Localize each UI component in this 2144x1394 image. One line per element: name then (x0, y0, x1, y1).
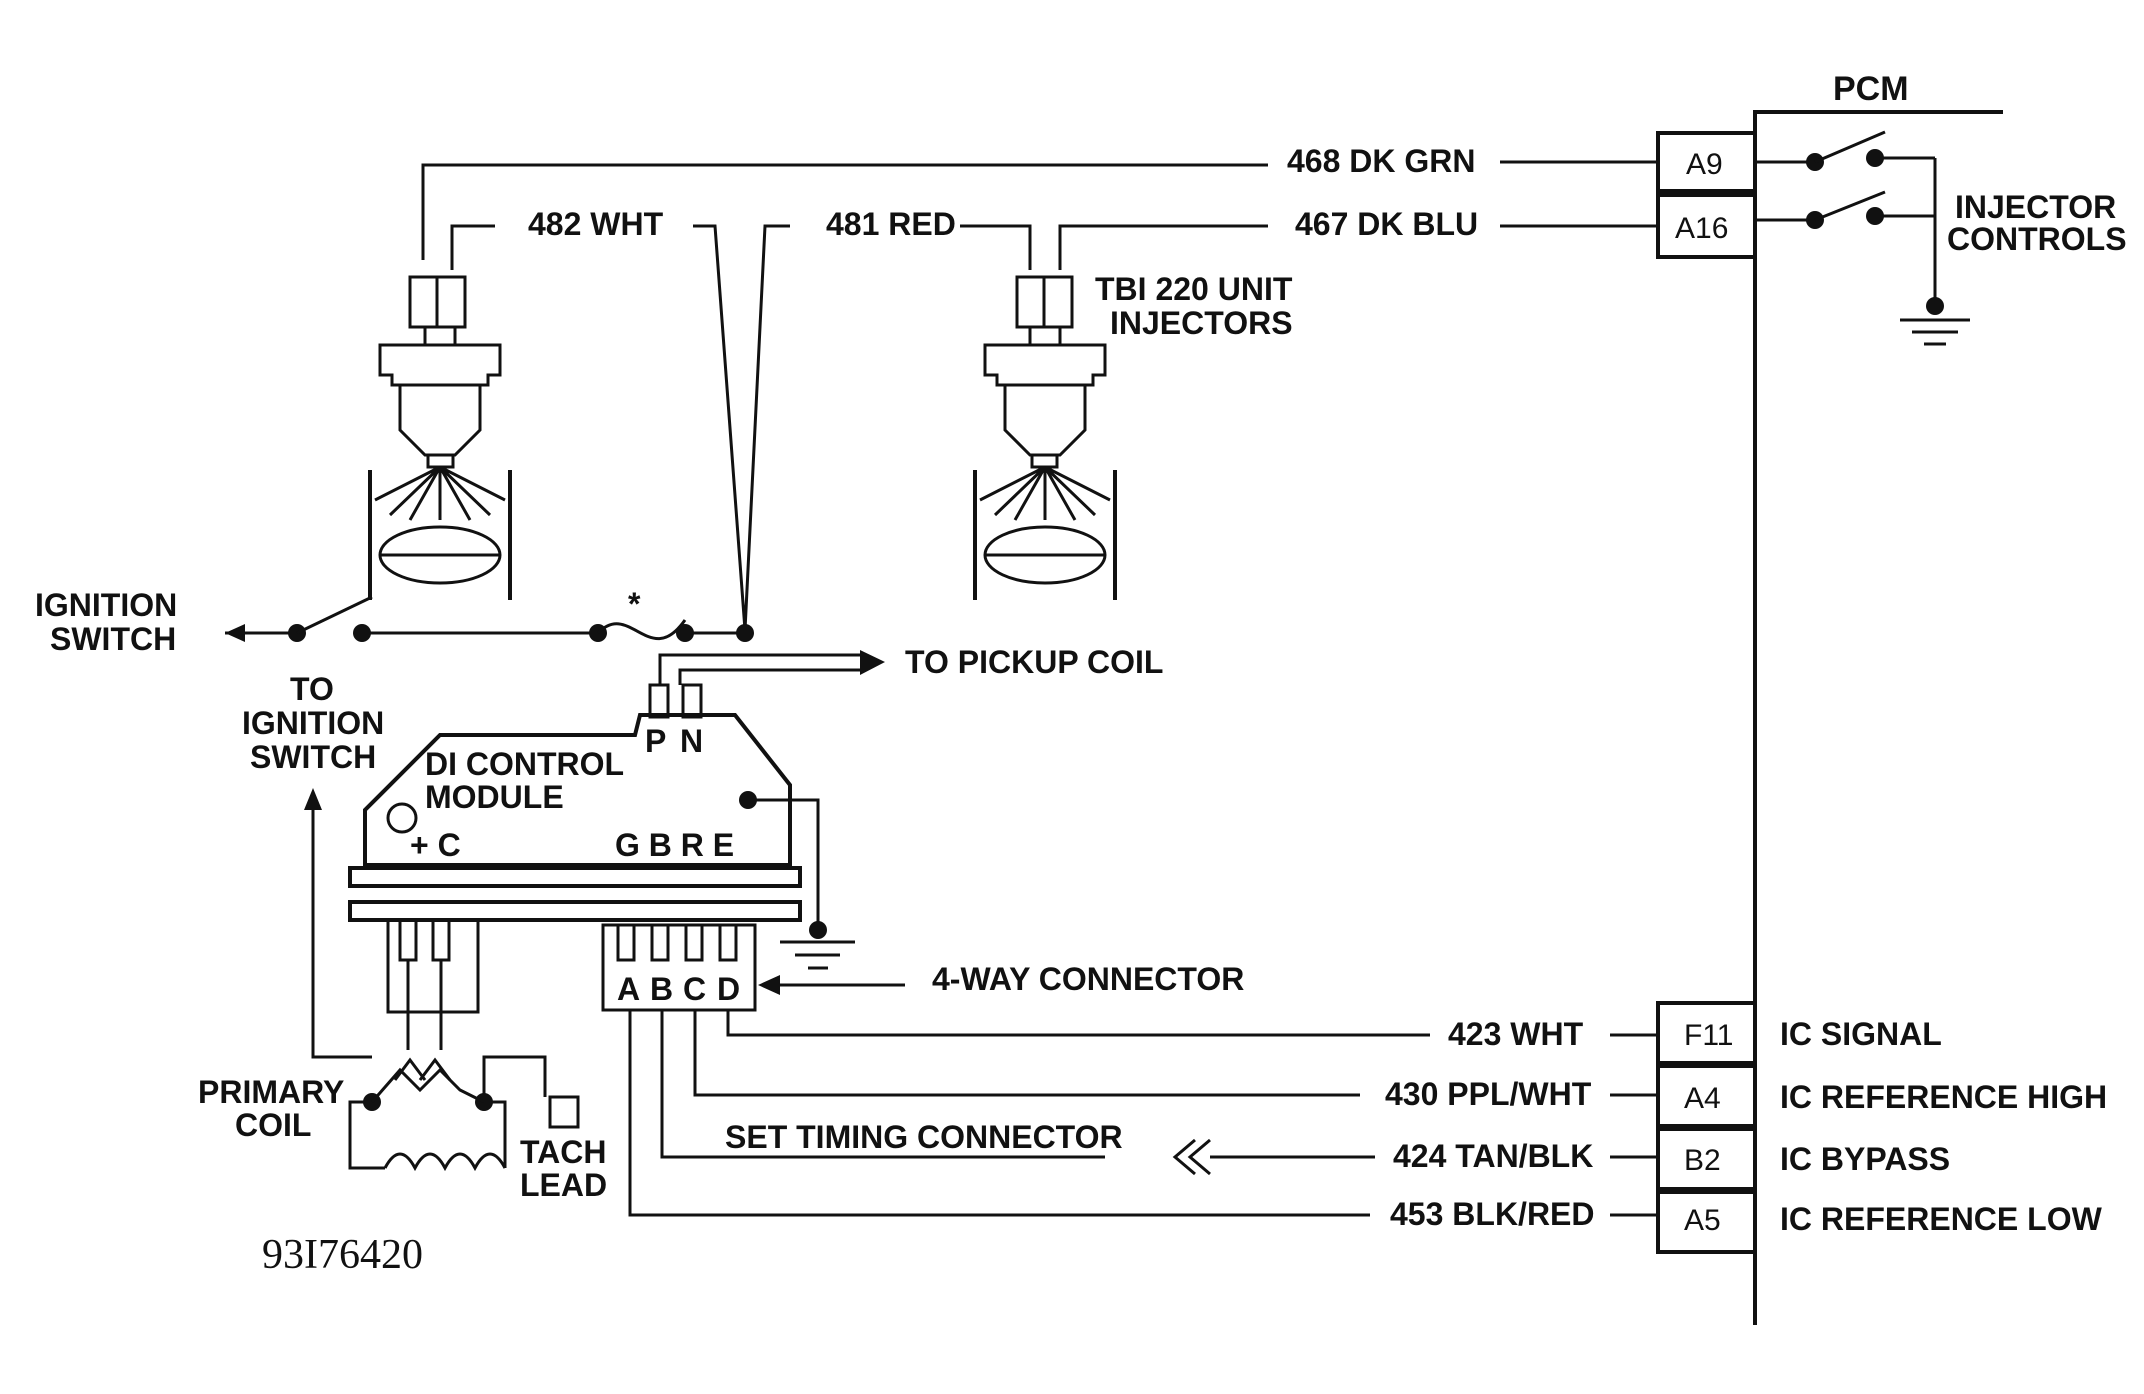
wire-453-label: 453 BLK/RED (1390, 1196, 1595, 1232)
wire-467-label: 467 DK BLU (1295, 206, 1478, 242)
set-timing-label: SET TIMING CONNECTOR (725, 1119, 1123, 1155)
wire-468-label: 468 DK GRN (1287, 143, 1476, 179)
ic-reference-low-label: IC REFERENCE LOW (1780, 1201, 2103, 1237)
wire-482-label: 482 WHT (528, 206, 664, 242)
connector-label: 4-WAY CONNECTOR (932, 961, 1244, 997)
pickup-coil-wires (658, 650, 885, 685)
pcm-title: PCM (1833, 70, 1909, 108)
connector-pin-a: A (617, 971, 640, 1007)
wire-423-label: 423 WHT (1448, 1016, 1584, 1052)
module-label-1: DI CONTROL (425, 746, 624, 782)
ic-bypass-label: IC BYPASS (1780, 1141, 1950, 1177)
pin-b2-label: B2 (1684, 1144, 1721, 1177)
wire-481-label: 481 RED (826, 206, 956, 242)
pickup-coil-label: TO PICKUP COIL (905, 644, 1163, 680)
injector-controls-label-2: CONTROLS (1947, 221, 2127, 257)
di-control-module (348, 683, 855, 970)
fuse-mark: * (628, 586, 641, 622)
pcm-block: PCM A9 A16 INJECTOR CONTROLS (1656, 70, 2127, 1325)
ignition-label-1: IGNITION (35, 587, 177, 623)
primary-coil-icon (348, 1055, 580, 1172)
to-ign-label-1: TO (290, 671, 334, 707)
connector-pin-c: C (683, 971, 706, 1007)
to-ignition-arrow (304, 788, 372, 1059)
coil-label-2: COIL (235, 1107, 311, 1143)
injectors-label-2: INJECTORS (1110, 305, 1293, 341)
to-ign-label-2: IGNITION (242, 705, 384, 741)
ic-reference-high-label: IC REFERENCE HIGH (1780, 1079, 2107, 1115)
primary-coil-connector (386, 918, 480, 1050)
module-gbre: G B R E (615, 827, 734, 863)
pin-a16-label: A16 (1675, 212, 1728, 245)
wire-424-label: 424 TAN/BLK (1393, 1138, 1593, 1174)
pin-a4-label: A4 (1684, 1082, 1721, 1115)
connector-pin-d: D (717, 971, 740, 1007)
ic-signal-label: IC SIGNAL (1780, 1016, 1942, 1052)
to-ign-label-3: SWITCH (250, 739, 376, 775)
connector-pin-b: B (650, 971, 673, 1007)
injector-1-icon (368, 275, 512, 600)
ignition-circuit (225, 595, 754, 642)
tach-label-2: LEAD (520, 1167, 607, 1203)
injectors-label-1: TBI 220 UNIT (1095, 271, 1293, 307)
pcm-lower-pins (1656, 1001, 1757, 1254)
tach-label-1: TACH (520, 1134, 607, 1170)
circuit-wires (628, 1010, 1658, 1217)
four-way-connector (601, 923, 905, 1012)
injector-control-switches (1755, 130, 1970, 346)
module-pin-p: P (645, 723, 666, 759)
pin-a9-label: A9 (1686, 148, 1723, 181)
pin-f11-label: F11 (1684, 1019, 1733, 1052)
pin-a5-label: A5 (1684, 1204, 1721, 1237)
figure-code: 93I76420 (262, 1232, 423, 1278)
injector-2-icon (973, 275, 1117, 600)
module-plus-c: + C (410, 827, 461, 863)
injector-controls-label-1: INJECTOR (1955, 189, 2116, 225)
module-pin-n: N (680, 723, 703, 759)
module-label-2: MODULE (425, 779, 564, 815)
coil-label-1: PRIMARY (198, 1074, 344, 1110)
wire-430-label: 430 PPL/WHT (1385, 1076, 1592, 1112)
ignition-label-2: SWITCH (50, 621, 176, 657)
